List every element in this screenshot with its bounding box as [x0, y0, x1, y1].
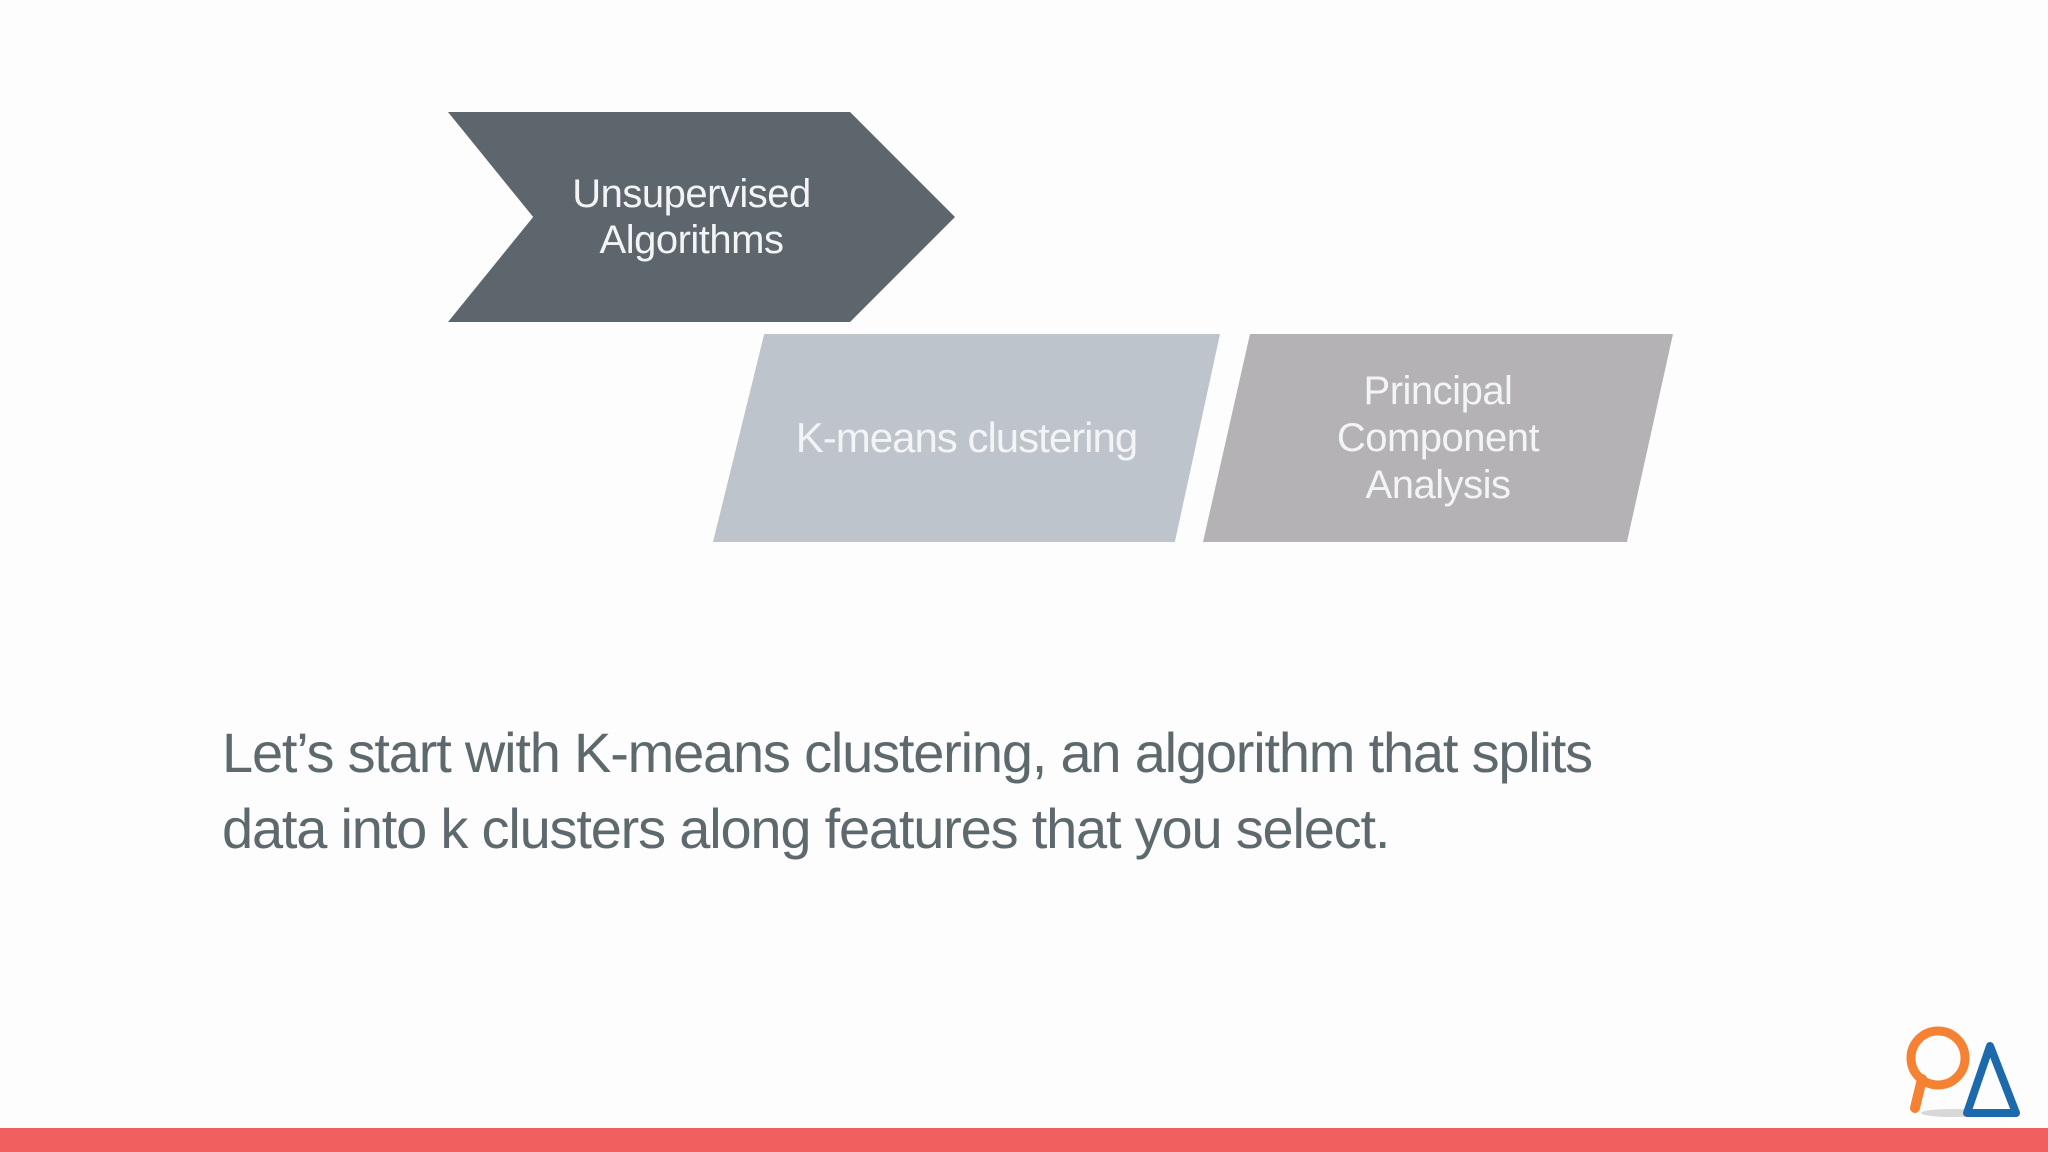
arrow-label-line-2: Algorithms: [599, 218, 784, 262]
kmeans-step-label: K-means clustering: [795, 414, 1138, 461]
step-principal-component-analysis: Principal Component Analysis: [1203, 334, 1673, 542]
pca-step-label-line-3: Analysis: [1365, 462, 1511, 507]
caption-line-2: data into k clusters along features that…: [222, 797, 1390, 860]
brand-logo: [1906, 1026, 2020, 1117]
pca-step-label-line-2: Component: [1336, 415, 1540, 460]
caption-line-1: Let’s start with K-means clustering, an …: [222, 721, 1593, 784]
step-kmeans-clustering: K-means clustering: [713, 334, 1220, 542]
arrow-label-line-1: Unsupervised: [572, 172, 811, 216]
magnifier-lens-icon: [1906, 1026, 1970, 1090]
footer-accent-bar: [0, 1128, 2048, 1152]
caption: Let’s start with K-means clustering, an …: [222, 715, 1593, 867]
pca-step-label-line-1: Principal: [1363, 368, 1513, 413]
triangle-icon: [1963, 1042, 2020, 1117]
unsupervised-algorithms-arrow: Unsupervised Algorithms: [448, 112, 955, 322]
magnifier-handle-icon: [1910, 1074, 1927, 1113]
